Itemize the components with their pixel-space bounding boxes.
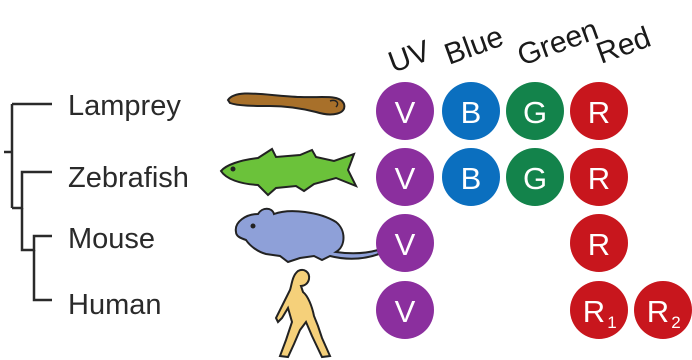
opsin-row-mouse: V R	[376, 214, 628, 272]
zebrafish-icon	[221, 149, 356, 195]
species-labels: Lamprey Zebrafish Mouse Human	[68, 90, 189, 321]
opsin-blue-zebrafish: B	[442, 148, 500, 206]
opsin-green-zebrafish: G	[506, 148, 564, 206]
column-header-blue: Blue	[440, 20, 508, 72]
lamprey-icon	[228, 93, 344, 114]
mouse-icon	[236, 209, 379, 262]
svg-text:R: R	[588, 161, 610, 196]
svg-text:V: V	[395, 227, 416, 262]
svg-text:B: B	[461, 95, 482, 130]
tree-branch-vertebrate-clade	[12, 172, 52, 208]
species-label-mouse: Mouse	[68, 223, 155, 255]
species-label-zebrafish: Zebrafish	[68, 162, 189, 194]
opsin-row-human: V R 1 R 2	[376, 281, 692, 339]
opsin-uv-mouse: V	[376, 214, 434, 272]
species-label-lamprey: Lamprey	[68, 90, 181, 122]
svg-text:R: R	[588, 95, 610, 130]
opsin-uv-human: V	[376, 281, 434, 339]
tree-branch-human	[34, 250, 52, 300]
svg-text:R: R	[588, 227, 610, 262]
column-header-uv: UV	[384, 34, 434, 79]
svg-text:G: G	[523, 161, 547, 196]
phylogenetic-tree	[4, 104, 52, 300]
column-header-red: Red	[592, 21, 655, 71]
svg-text:R: R	[583, 294, 605, 329]
opsin-row-zebrafish: V B G R	[376, 148, 628, 206]
column-headers: UV Blue Green Red	[384, 13, 655, 80]
human-icon	[276, 270, 330, 357]
tree-branch-tetrapod-clade	[22, 208, 52, 250]
svg-text:V: V	[395, 161, 416, 196]
opsin-uv-lamprey: V	[376, 82, 434, 140]
svg-text:1: 1	[607, 313, 616, 332]
svg-text:R: R	[647, 294, 669, 329]
opsin-red1-human: R 1	[570, 281, 628, 339]
column-header-green: Green	[513, 13, 603, 73]
opsin-red2-human: R 2	[634, 281, 692, 339]
opsin-red-mouse: R	[570, 214, 628, 272]
opsin-blue-lamprey: B	[442, 82, 500, 140]
svg-text:V: V	[395, 95, 416, 130]
species-label-human: Human	[68, 289, 162, 321]
opsin-uv-zebrafish: V	[376, 148, 434, 206]
svg-text:2: 2	[671, 313, 680, 332]
svg-text:B: B	[461, 161, 482, 196]
opsin-green-lamprey: G	[506, 82, 564, 140]
svg-text:G: G	[523, 95, 547, 130]
opsin-red-lamprey: R	[570, 82, 628, 140]
opsin-row-lamprey: V B G R	[376, 82, 628, 140]
opsin-red-zebrafish: R	[570, 148, 628, 206]
svg-text:V: V	[395, 294, 416, 329]
